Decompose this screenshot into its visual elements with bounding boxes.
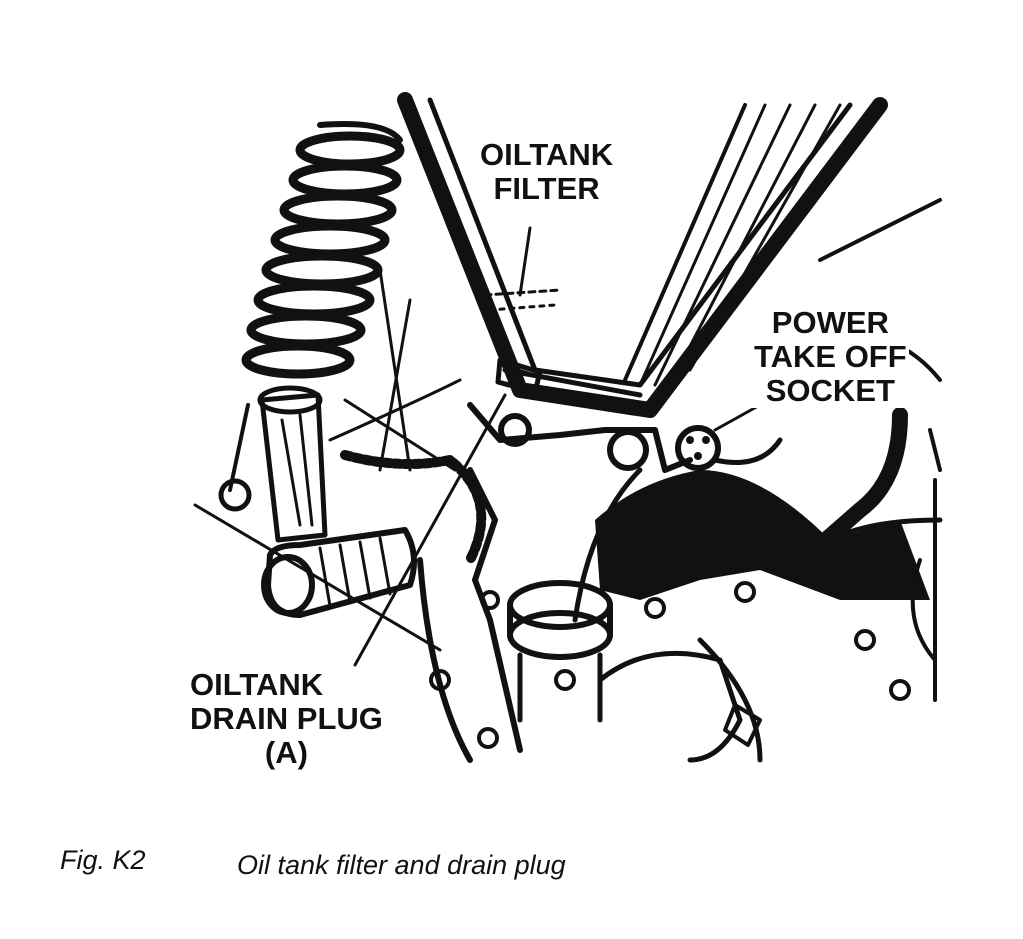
brake-cable bbox=[340, 450, 487, 565]
figure-number: Fig. K2 bbox=[60, 845, 146, 875]
filter-leader-line bbox=[518, 226, 532, 297]
label-socket-line-1: POWER bbox=[771, 305, 889, 340]
oil-tank-filter bbox=[483, 288, 562, 395]
filler-cap bbox=[507, 580, 613, 723]
oil-tank-body bbox=[397, 92, 888, 418]
crankcase-details bbox=[818, 198, 942, 702]
suspension-spring bbox=[241, 121, 405, 543]
leader-lines bbox=[353, 226, 762, 667]
label-drain-line-3: (A) bbox=[264, 735, 308, 770]
drain-plug-leader-line bbox=[353, 393, 507, 667]
label-drain-line-2: DRAIN PLUG bbox=[190, 701, 383, 736]
label-oiltank-filter-line-2: FILTER bbox=[493, 171, 600, 206]
power-take-off-socket-part bbox=[675, 407, 908, 553]
figure-caption: Oil tank filter and drain plug bbox=[237, 850, 566, 880]
socket-leader-line bbox=[713, 403, 762, 432]
label-socket-line-2: TAKE OFF bbox=[754, 339, 907, 374]
label-drain-line-1: OILTANK bbox=[190, 667, 324, 702]
label-oiltank-filter: OILTANK FILTER bbox=[478, 137, 616, 206]
label-oiltank-drain-plug: OILTANK DRAIN PLUG (A) bbox=[188, 668, 385, 770]
engine-shadow bbox=[595, 470, 930, 600]
label-oiltank-filter-line-1: OILTANK bbox=[480, 137, 614, 172]
label-socket-line-3: SOCKET bbox=[765, 373, 895, 408]
label-power-take-off-socket: POWER TAKE OFF SOCKET bbox=[752, 306, 909, 408]
